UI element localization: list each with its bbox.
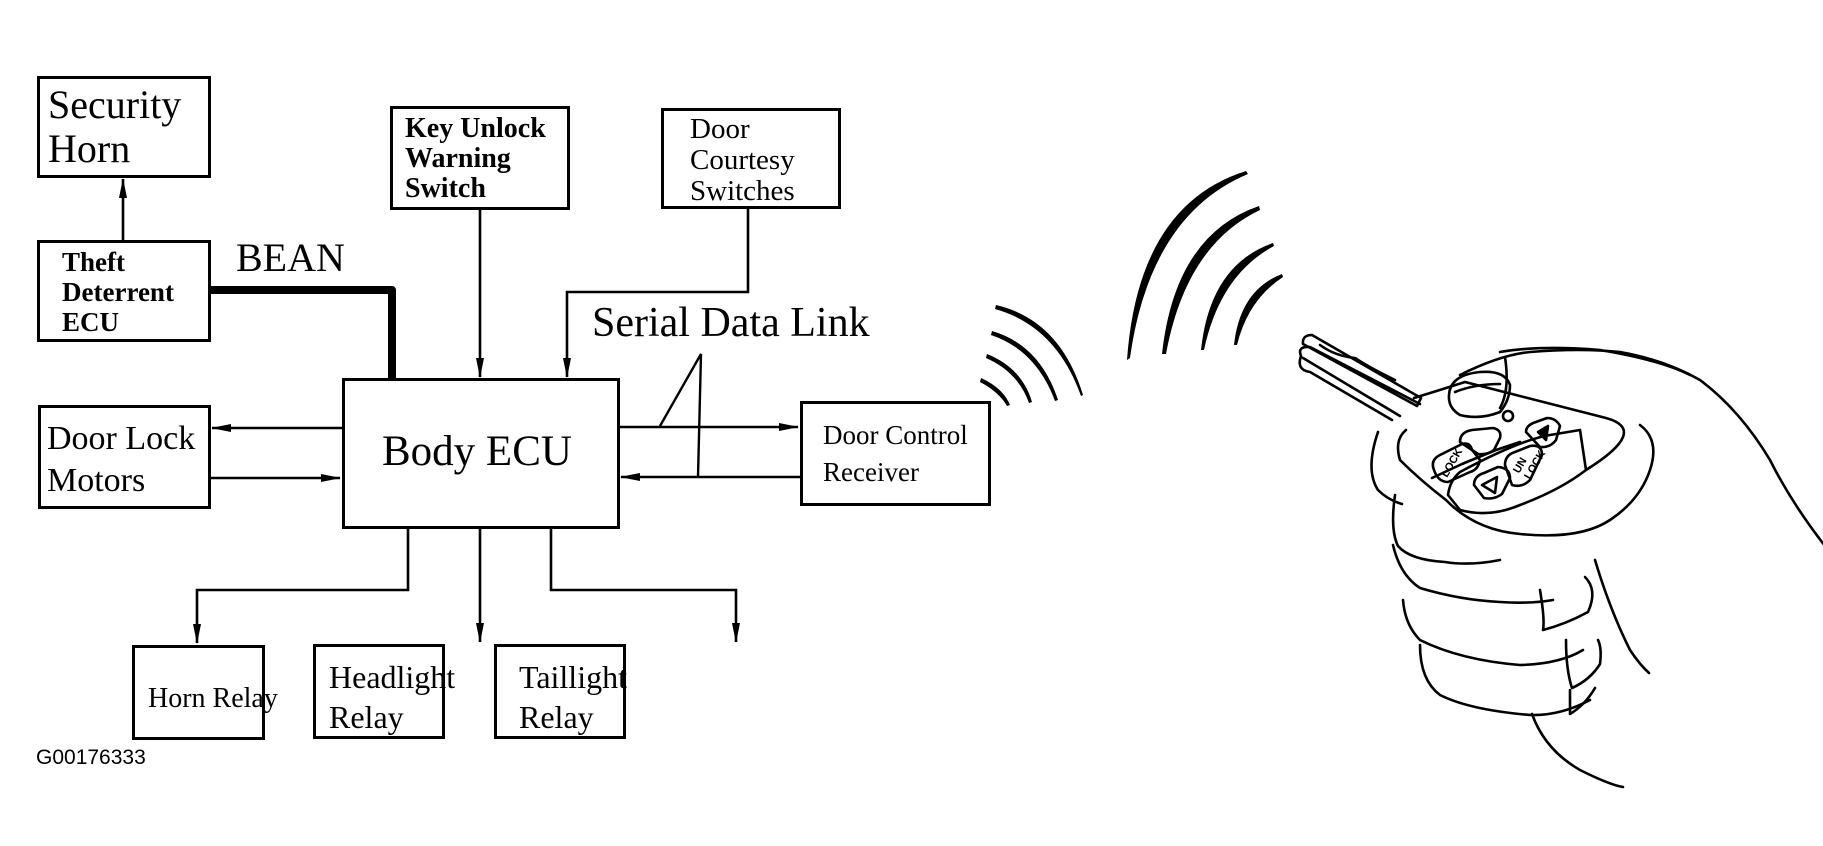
bean-label: BEAN [236, 235, 345, 280]
door-courtesy-label-line2: Courtesy [690, 144, 795, 176]
key-unlock-warning-switch-box: Key Unlock Warning Switch [390, 106, 570, 210]
serial-data-link-pointer [658, 353, 703, 478]
horn-relay-label: Horn Relay [148, 683, 278, 714]
connector-ecu-to-horn-relay [193, 528, 410, 644]
theft-deterrent-label-line1: Theft [62, 247, 125, 277]
hand-fingers-icon [1370, 430, 1651, 789]
key-fob-icon [1396, 370, 1655, 537]
taillight-relay-box: Taillight Relay [494, 644, 627, 739]
horn-relay-box: Horn Relay [132, 645, 278, 740]
security-horn-label-line2: Horn [48, 126, 131, 171]
key-blade-icon [1298, 333, 1423, 422]
taillight-relay-label-line2: Relay [519, 699, 594, 735]
receiver-radio-waves-icon [980, 305, 1083, 406]
fob-button-lock[interactable] [1431, 442, 1482, 484]
door-courtesy-switches-box: Door Courtesy Switches [661, 108, 841, 209]
headlight-relay-label-line1: Headlight [329, 659, 456, 695]
bean-bus-line [210, 286, 396, 379]
key-unlock-label-line2: Warning [405, 143, 511, 174]
connector-ecu-to-taillight-relay [549, 528, 740, 643]
hand-with-key-fob-illustration [1298, 333, 1823, 789]
key-fob-radio-waves-icon [1127, 171, 1283, 360]
door-control-receiver-label-line1: Door Control [823, 420, 968, 450]
hand-wrist-outline [1458, 346, 1823, 546]
door-courtesy-label-line3: Switches [690, 175, 795, 207]
fob-button-trunk[interactable] [1472, 465, 1512, 500]
key-unlock-label-line1: Key Unlock [405, 113, 546, 144]
connector-door-courtesy-to-ecu [563, 208, 750, 378]
figure-id-label: G00176333 [36, 746, 146, 769]
theft-deterrent-label-line2: Deterrent [62, 277, 174, 307]
fob-button-panic[interactable] [1524, 416, 1562, 449]
door-control-receiver-label-line2: Receiver [823, 457, 919, 487]
body-ecu-label: Body ECU [382, 428, 572, 475]
serial-data-link-label: Serial Data Link [592, 300, 870, 346]
theft-deterrent-label-line3: ECU [62, 307, 120, 337]
door-control-receiver-box: Door Control Receiver [800, 401, 991, 506]
headlight-relay-box: Headlight Relay [313, 644, 455, 739]
fob-button-top-small[interactable] [1458, 426, 1502, 456]
key-unlock-label-line3: Switch [405, 173, 486, 204]
door-courtesy-label-line1: Door [690, 113, 750, 145]
door-lock-motors-box: Door Lock Motors [38, 405, 211, 509]
theft-deterrent-ecu-box: Theft Deterrent ECU [37, 240, 211, 342]
headlight-relay-label-line2: Relay [329, 699, 404, 735]
body-ecu-box: Body ECU [342, 378, 620, 529]
door-lock-motors-label-line1: Door Lock [47, 420, 196, 457]
security-horn-box: Security Horn [37, 76, 211, 178]
taillight-relay-label-line1: Taillight [519, 659, 627, 695]
security-horn-label-line1: Security [48, 82, 182, 127]
door-lock-motors-label-line2: Motors [47, 462, 146, 499]
